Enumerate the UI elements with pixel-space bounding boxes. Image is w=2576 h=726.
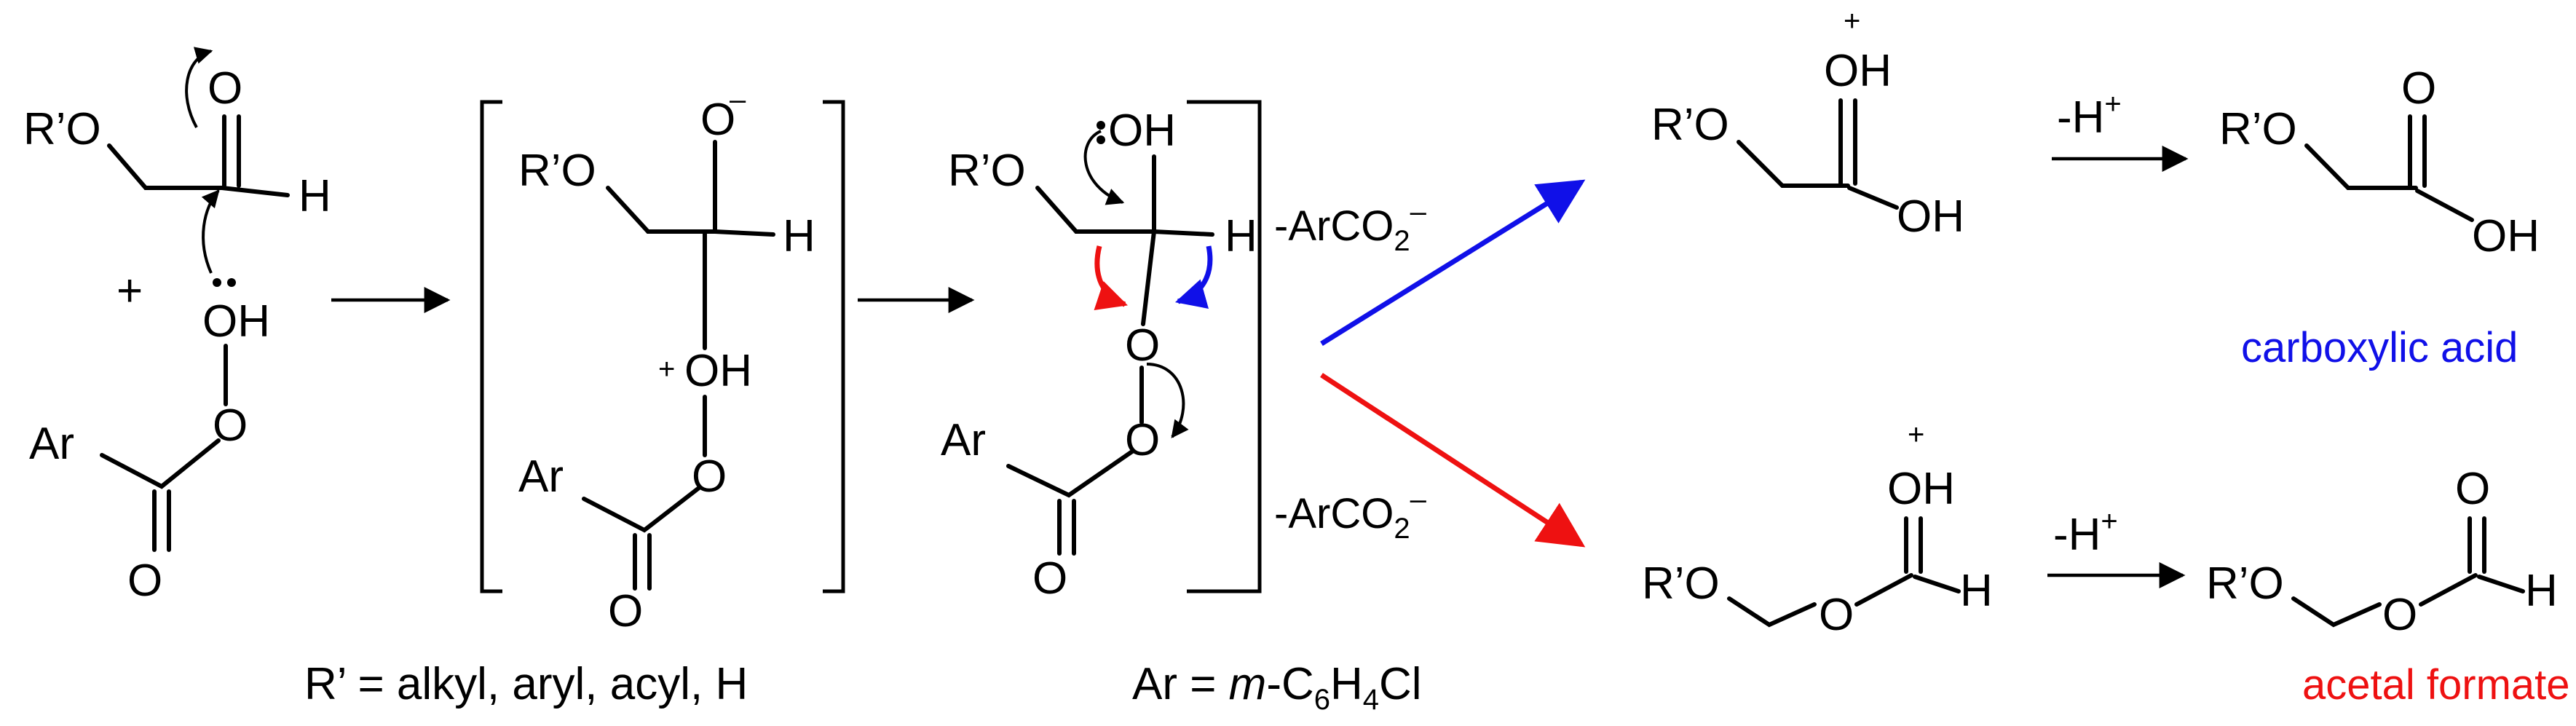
acid-bond-oh <box>2415 189 2474 222</box>
bracket-left-1 <box>480 100 502 593</box>
form-bond-h <box>2477 575 2525 593</box>
protonated-formate: + OH R’O O H <box>1642 419 1993 640</box>
form-bond-oc <box>2419 573 2478 607</box>
aldehyde-bond-h <box>220 186 290 197</box>
acid-r-o: R’O <box>2219 104 2297 154</box>
acid-bond-chain <box>2304 143 2418 190</box>
minus-h-top: -H+ <box>2057 88 2122 143</box>
aldehyde-molecule: R’O O H <box>23 47 331 221</box>
aldehyde-o: O <box>208 63 242 114</box>
pacid-oh-bottom: OH <box>1897 192 1964 242</box>
int2-r-o: R’O <box>948 146 1026 196</box>
int2-oh: OH <box>1108 106 1176 156</box>
carboxylic-acid-molecule: R’O O OH <box>2219 63 2540 261</box>
minus-arco2-top: -ArCO2– <box>1274 196 1427 257</box>
pform-plus: + <box>1908 419 1924 451</box>
pform-bond-h <box>1913 575 1961 593</box>
pform-bond-chain <box>1727 596 1817 628</box>
form-bond-chain <box>2291 596 2382 628</box>
pacid-bond-chain <box>1737 140 1850 188</box>
pacid-plus: + <box>1844 5 1860 37</box>
pform-oh: OH <box>1887 464 1955 514</box>
curly-arrow-oh <box>1083 130 1125 205</box>
aldehyde-r-o: R’O <box>23 104 101 154</box>
int1-plus: + <box>658 353 675 385</box>
aldehyde-bond-chain <box>107 143 224 190</box>
pform-h: H <box>1960 566 1993 616</box>
int1-r-o: R’O <box>518 146 596 196</box>
int2-ar: Ar <box>941 415 986 465</box>
int1-ar: Ar <box>518 451 564 502</box>
plus-sign: + <box>116 266 143 316</box>
int2-carbonyl-o: O <box>1032 553 1067 604</box>
caption-r-definition: R’ = alkyl, aryl, acyl, H <box>304 659 748 709</box>
criegee-intermediate: R’O OH H O O Ar O <box>941 106 1257 604</box>
label-acetal-formate: acetal formate <box>2302 661 2570 709</box>
pform-bond-oc <box>1854 573 1913 607</box>
minus-arco2-bottom: -ArCO2– <box>1274 484 1427 545</box>
int1-bond-chain <box>606 186 717 234</box>
minus-h-bottom: -H+ <box>2053 505 2118 560</box>
tetrahedral-intermediate: R’O O – H + OH O Ar O <box>518 84 815 636</box>
pacid-bond-oh <box>1847 186 1899 210</box>
caption-ar-definition: Ar = m-C6H4Cl <box>1132 659 1422 716</box>
curly-arrow-oo <box>1146 363 1189 438</box>
peracid-molecule: OH O Ar O <box>29 189 270 606</box>
form-h: H <box>2525 566 2558 616</box>
form-r-o: R’O <box>2206 559 2284 609</box>
peracid-carbonyl-o: O <box>127 556 162 606</box>
acetal-formate-molecule: O R’O O H <box>2206 464 2558 640</box>
bracket-right-1 <box>823 100 845 593</box>
int1-h: H <box>783 211 815 261</box>
int1-carbonyl-o: O <box>608 586 643 636</box>
pform-r-o: R’O <box>1642 559 1720 609</box>
form-o-top: O <box>2455 464 2490 514</box>
int1-o: O <box>700 95 735 145</box>
int2-h: H <box>1225 211 1257 261</box>
protonated-acid: R’O + OH OH <box>1651 5 1964 242</box>
pacid-oh-top: OH <box>1824 46 1892 96</box>
red-pathway-arrow <box>1320 373 1586 548</box>
peracid-oh: OH <box>202 296 270 347</box>
int1-oh: OH <box>684 346 752 396</box>
int2-bond-h <box>1152 229 1214 237</box>
blue-pathway-arrow <box>1320 179 1586 346</box>
peracid-ar: Ar <box>29 419 74 469</box>
lone-pair-dot-2 <box>227 278 236 287</box>
aldehyde-h: H <box>299 171 331 221</box>
int2-bond-chain <box>1035 186 1156 234</box>
pacid-r-o: R’O <box>1651 100 1729 150</box>
lone-pair-dot-1 <box>213 278 221 287</box>
int2-bond-c-o <box>1141 229 1156 326</box>
bracket-right-2 <box>1187 100 1262 593</box>
int1-o-minus: – <box>730 84 746 116</box>
peracid-bond-chain <box>100 438 221 489</box>
curly-arrow-co <box>185 47 213 128</box>
label-carboxylic-acid: carboxylic acid <box>2241 324 2518 371</box>
int2-o: O <box>1125 320 1160 371</box>
curly-arrow-attack <box>201 189 220 274</box>
int1-bond-ester <box>582 486 701 533</box>
form-o: O <box>2382 590 2417 640</box>
acid-oh: OH <box>2472 211 2540 261</box>
int2-bond-ester <box>1006 449 1134 498</box>
red-migration-arrow <box>1094 245 1128 310</box>
blue-migration-arrow <box>1174 245 1213 309</box>
acid-o: O <box>2401 63 2436 114</box>
int1-o2: O <box>692 451 727 502</box>
int1-bond-h <box>713 229 775 237</box>
int2-lone-pair-1 <box>1097 121 1105 130</box>
int2-lone-pair-2 <box>1097 135 1105 144</box>
pform-o: O <box>1819 590 1854 640</box>
